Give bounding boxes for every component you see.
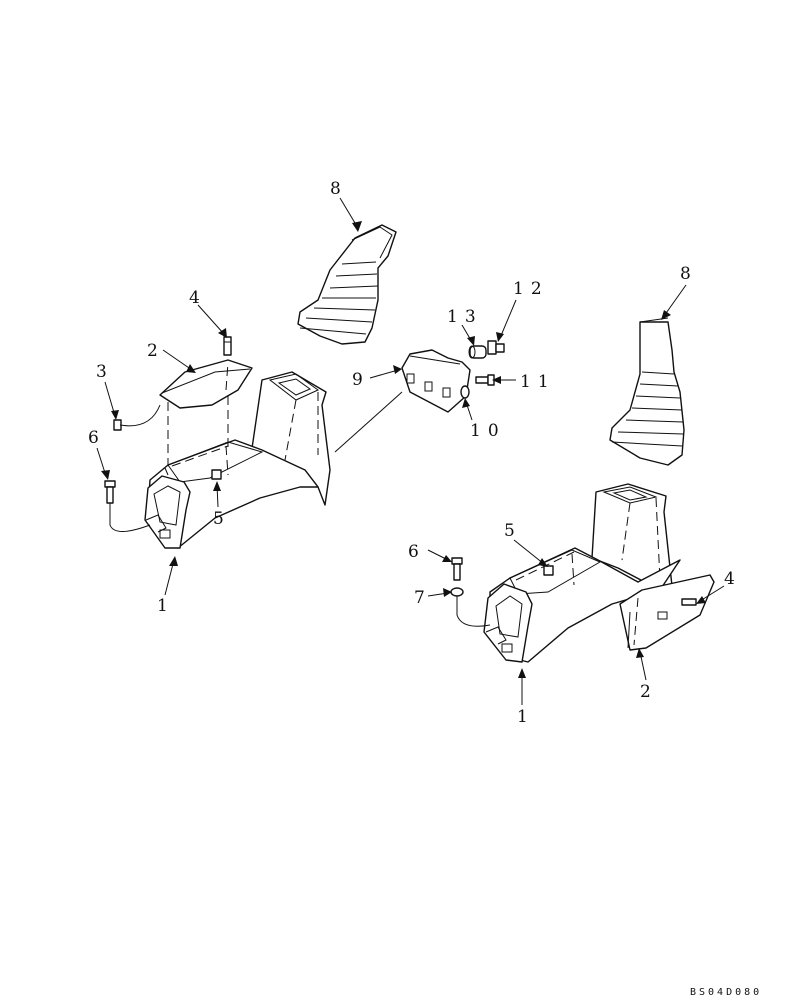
drawing-code: BS04D080 bbox=[690, 987, 762, 998]
callout-7: 7 bbox=[414, 588, 432, 608]
callout-4-left: 4 bbox=[189, 288, 207, 308]
callout-13: 13 bbox=[447, 307, 483, 327]
callout-5-right: 5 bbox=[504, 521, 522, 541]
right-bolt-6 bbox=[451, 557, 463, 581]
bushing-13 bbox=[468, 345, 487, 359]
right-console-housing bbox=[483, 483, 681, 663]
left-bolt-6 bbox=[104, 480, 151, 532]
bolt-12 bbox=[487, 340, 505, 355]
washer-10 bbox=[460, 385, 470, 399]
callout-3: 3 bbox=[96, 362, 114, 382]
callout-10: 10 bbox=[470, 421, 506, 441]
callout-9: 9 bbox=[352, 370, 370, 390]
callout-12: 12 bbox=[513, 279, 549, 299]
callout-8-left: 8 bbox=[330, 179, 348, 199]
right-washer-7 bbox=[450, 587, 491, 627]
leader-lines bbox=[96, 197, 725, 705]
callout-1-left: 1 bbox=[157, 596, 175, 616]
callout-2-right: 2 bbox=[640, 682, 658, 702]
left-console-housing bbox=[144, 371, 331, 549]
right-clip-5 bbox=[543, 565, 554, 576]
right-screw-4 bbox=[681, 598, 697, 606]
left-screw-4 bbox=[223, 336, 232, 356]
callout-4-right: 4 bbox=[724, 569, 742, 589]
mounting-bracket bbox=[334, 349, 471, 453]
left-joystick-boot bbox=[297, 224, 397, 345]
right-joystick-boot bbox=[609, 317, 685, 466]
callout-6-left: 6 bbox=[88, 428, 106, 448]
callout-labels: 8 4 2 3 6 5 1 9 13 12 11 10 8 5 6 7 4 2 … bbox=[88, 179, 742, 727]
right-side-cover bbox=[619, 574, 715, 651]
bolt-11 bbox=[475, 374, 495, 386]
callout-5-left: 5 bbox=[213, 509, 231, 529]
callout-2-left: 2 bbox=[147, 341, 165, 361]
callout-8-right: 8 bbox=[680, 264, 698, 284]
left-clip-5 bbox=[211, 469, 222, 480]
callout-1-right: 1 bbox=[517, 707, 535, 727]
callout-6-right: 6 bbox=[408, 542, 426, 562]
left-screw-3 bbox=[113, 404, 161, 431]
callout-11: 11 bbox=[520, 372, 556, 392]
